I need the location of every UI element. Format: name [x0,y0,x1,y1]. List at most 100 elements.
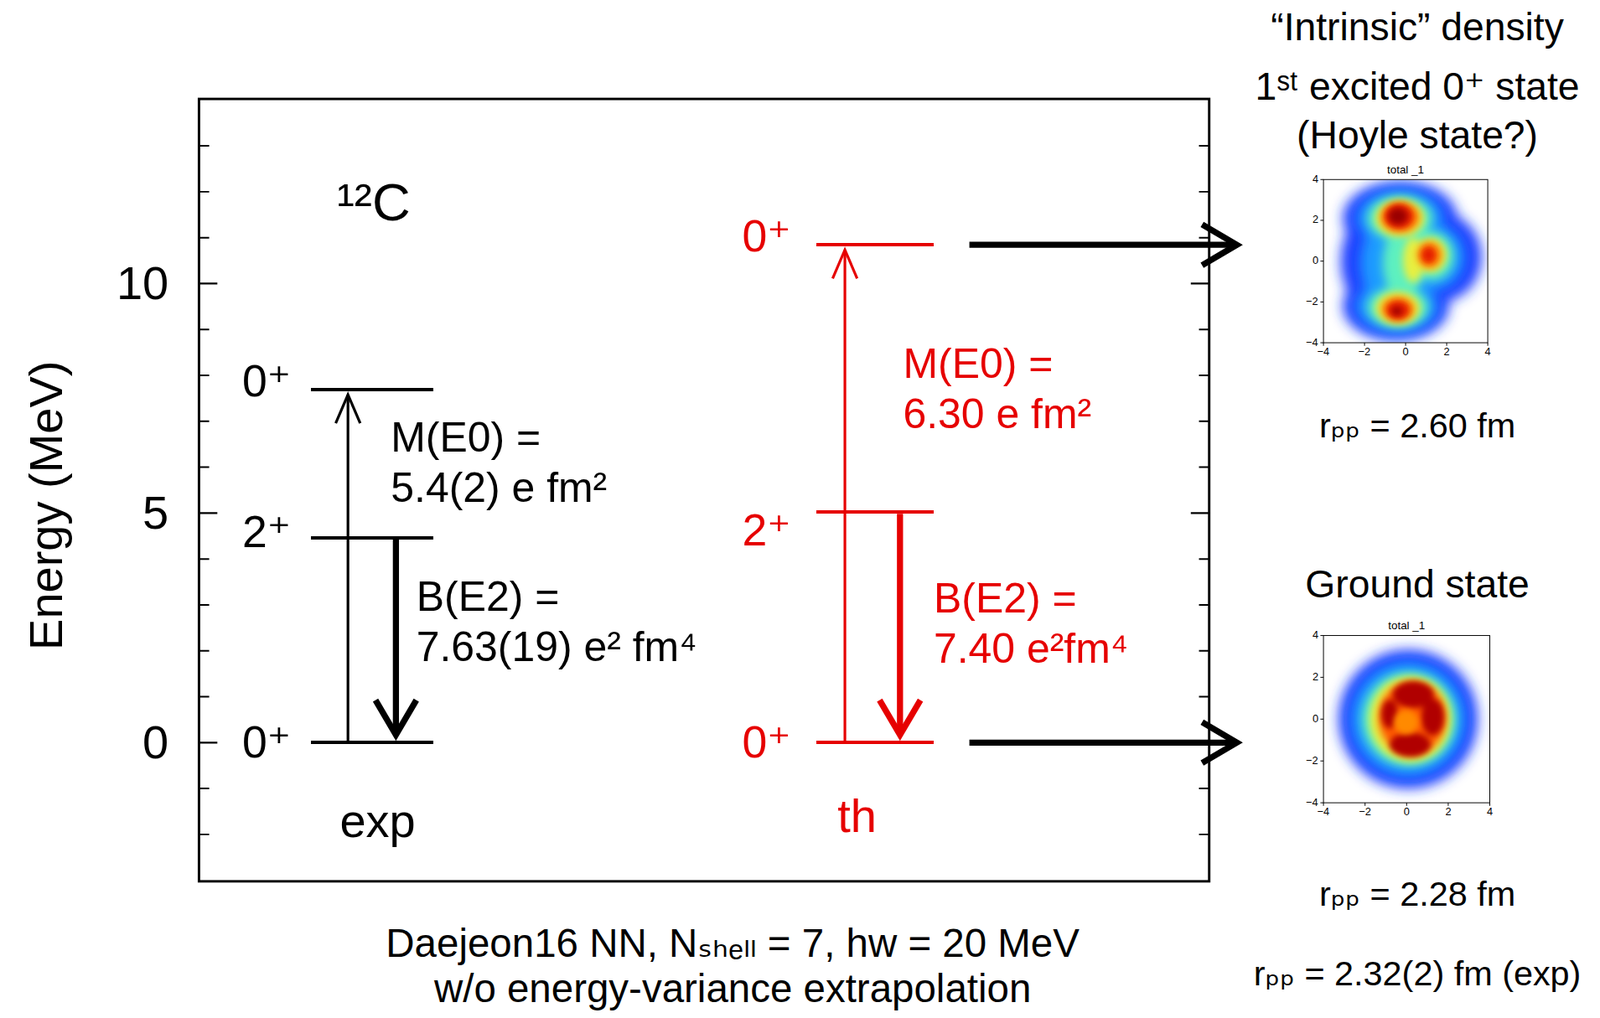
arrow-shaft [843,249,846,741]
energy-level: 0⁺ [310,388,434,392]
level-label: 0⁺ [242,718,291,768]
transition-arrow [336,394,361,741]
density-map [1369,676,1451,762]
arrow-shaft [969,740,1238,746]
arrow-shaft [896,513,903,736]
density-map [1421,247,1436,264]
energy-level: 0⁺ [816,243,934,247]
transition-arrow [879,513,921,736]
density-map [1320,179,1488,346]
density-map [1380,201,1419,234]
plot-title: total _1 [1387,619,1425,632]
caption: Daejeon16 NN, Nₛₕₑₗₗ = 7, hw = 20 MeV w/… [362,921,1103,1010]
level-label: 0⁺ [742,212,792,262]
radius-value: rₚₚ = 2.32(2) fm (exp) [1242,952,1592,997]
energy-level: 2⁺ [816,510,934,514]
axis-tick-label: 0 [142,715,169,770]
transition-arrow [969,224,1238,266]
density-map [1366,286,1429,328]
plot-tick-label: 2 [1312,671,1319,684]
plot-tick-label: −2 [1305,295,1319,309]
density-map [1382,226,1424,301]
column-label: th [837,789,877,844]
density-map [1351,662,1466,777]
density-map [1375,200,1424,238]
plot-tick-label: 4 [1485,346,1492,359]
density-map [1351,662,1466,777]
density-map [1323,635,1490,803]
level-label: 0⁺ [742,718,792,768]
density-map [1384,203,1436,320]
plot-tick-label: −4 [1305,797,1319,810]
density-map [1341,181,1482,342]
axis-tick-label: 10 [116,256,169,311]
plot-frame [198,98,1209,882]
plot-tick-label: −4 [1305,336,1319,350]
plot-frame [198,98,1209,882]
plot-tick-label: 0 [1312,254,1319,268]
plot-tick-label: 0 [1312,713,1319,726]
axis-title: Energy (MeV) [19,360,73,650]
level-label: 2⁺ [242,507,291,558]
nucleus-label: ¹²C [336,171,411,234]
density-map [1381,296,1414,322]
density-map [1323,179,1488,343]
transition-arrow [969,722,1238,764]
transition-arrow [375,539,417,736]
transition-label: M(E0) = 5.4(2) e fm² [390,413,634,514]
density-map [1381,681,1444,757]
plot-tick-label: −4 [1317,346,1331,359]
density-map [1387,300,1410,320]
density-map [1320,635,1490,806]
plot-tick-label: −2 [1358,346,1372,359]
plot-tick-label: −4 [1317,806,1331,819]
density-map [1338,650,1478,790]
level-label: 0⁺ [242,357,291,407]
plot-tick-label: 4 [1312,629,1319,643]
energy-level: 0⁺ [310,740,434,745]
density-map [1323,179,1488,343]
column-label: exp [339,794,415,849]
radius-value: rₚₚ = 2.60 fm [1242,404,1592,449]
density-map [1366,196,1454,328]
transition-label: B(E2) = 7.63(19) e² fm⁴ [416,572,710,674]
density-map [1393,709,1419,735]
plot-tick-label: 4 [1486,806,1493,819]
density-map [1392,306,1403,316]
plot-tick-label: −2 [1305,755,1319,768]
density-map [1417,242,1442,270]
arrow-shaft [969,242,1238,249]
density-map [1388,207,1408,224]
panel-heading: “Intrinsic” density [1242,3,1592,52]
axis-tick-label: 5 [142,486,169,540]
arrow-shaft [346,394,350,741]
density-map [1384,203,1414,228]
energy-level: 2⁺ [310,536,434,540]
plot-tick-label: 2 [1444,346,1450,359]
density-map [1356,189,1465,332]
plot-frame [198,283,1209,743]
density-map [1388,207,1408,316]
plot-tick-label: −2 [1358,806,1372,819]
panel-heading: Ground state [1242,560,1592,610]
density-map [1375,291,1421,325]
arrow-shaft [393,539,399,736]
plot-tick-label: 2 [1312,213,1319,227]
density-map [1323,635,1490,803]
density-map [1389,732,1431,757]
density-map [1361,672,1456,767]
density-map [1323,179,1488,343]
density-map [1375,200,1447,326]
plot-title: total _1 [1387,163,1424,177]
density-panel: “Intrinsic” density 1ˢᵗ excited 0⁺ state … [1242,5,1592,455]
density-map [1320,635,1490,806]
density-map [1421,699,1445,736]
transition-label: B(E2) = 7.40 e²fm⁴ [933,574,1144,675]
density-map [1323,635,1490,803]
density-map [1338,650,1478,790]
plot-frame [198,145,1209,835]
plot-tick-label: 0 [1403,806,1410,819]
density-map [1361,672,1456,767]
panel-heading: 1ˢᵗ excited 0⁺ state (Hoyle state?) [1242,62,1592,161]
